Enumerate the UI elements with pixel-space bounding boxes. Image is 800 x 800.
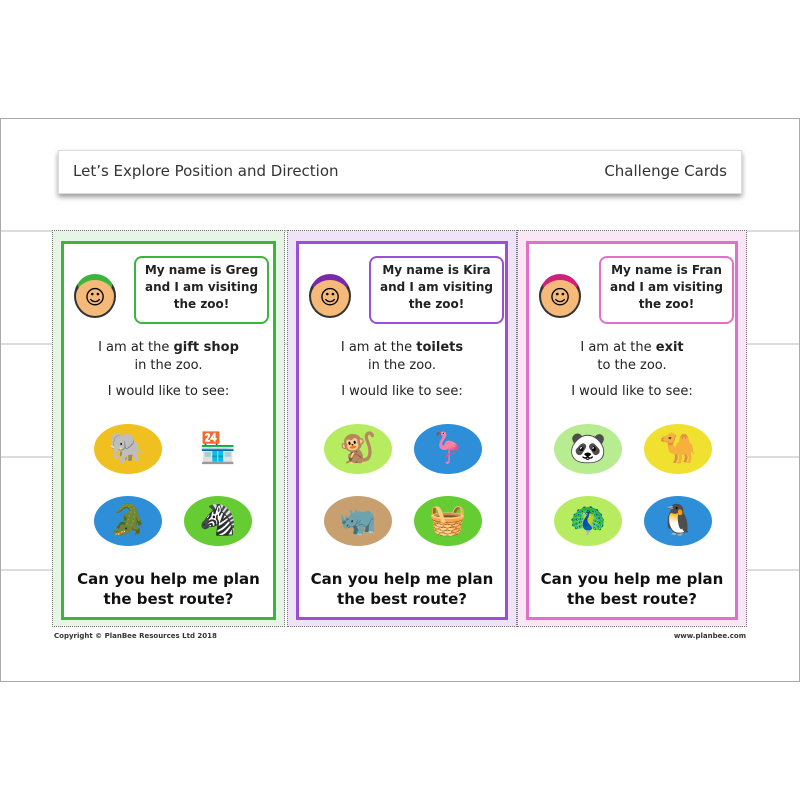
location-place: gift shop [173,340,239,355]
zebra-icon: 🦓 [184,496,252,546]
flamingo-icon: 🦩 [414,424,482,474]
see-text: I would like to see: [571,384,693,399]
challenge-card: ☺ My name is Kira and I am visiting the … [287,230,517,627]
challenge-card: ☺ My name is Greg and I am visiting the … [52,230,285,627]
crocodile-icon: 🐊 [94,496,162,546]
peacock-icon-glyph: 🦚 [569,503,607,538]
zebra-icon-glyph: 🦓 [199,503,237,538]
rhino-icon: 🦏 [324,496,392,546]
camel-icon-glyph: 🐪 [659,431,697,466]
page-title: Let’s Explore Position and Direction [73,162,339,180]
card-border: ☺ My name is Kira and I am visiting the … [296,241,508,620]
question: Can you help me plan the best route? [310,570,494,608]
page-subtitle: Challenge Cards [604,162,727,180]
penguin-icon: 🐧 [644,496,712,546]
location-place: exit [655,340,684,355]
website: www.planbee.com [673,632,746,640]
speech-bubble: My name is Kira and I am visiting the zo… [369,256,504,324]
cafe-icon: 🏪 [184,424,252,474]
panda-icon: 🐼 [554,424,622,474]
camel-icon: 🐪 [644,424,712,474]
crocodile-icon-glyph: 🐊 [109,503,147,538]
location-text: I am at the exit to the zoo. [529,339,735,375]
elephant-icon: 🐘 [94,424,162,474]
penguin-icon-glyph: 🐧 [659,503,697,538]
challenge-card: ☺ My name is Fran and I am visiting the … [517,230,747,627]
elephant-icon-glyph: 🐘 [109,431,147,466]
see-text: I would like to see: [107,384,230,399]
location-text: I am at the toilets in the zoo. [299,339,505,375]
location-prefix: I am at the [580,340,656,355]
question: Can you help me plan the best route? [540,570,724,608]
peacock-icon: 🦚 [554,496,622,546]
location-prefix: I am at the [340,340,417,355]
child-face-icon: ☺ [309,274,351,318]
copyright: Copyright © PlanBee Resources Ltd 2018 [54,632,217,640]
child-face-icon: ☺ [74,274,116,318]
rhino-icon-glyph: 🦏 [339,503,377,538]
card-border: ☺ My name is Fran and I am visiting the … [526,241,738,620]
location-prefix: I am at the [98,340,174,355]
see-text: I would like to see: [341,384,463,399]
header-bar: Let’s Explore Position and Direction Cha… [58,150,742,194]
picnic-area-icon: 🧺 [414,496,482,546]
card-border: ☺ My name is Greg and I am visiting the … [61,241,276,620]
speech-bubble: My name is Fran and I am visiting the zo… [599,256,734,324]
monkey-icon: 🐒 [324,424,392,474]
location-suffix: in the zoo. [134,358,203,373]
location-text: I am at the gift shop in the zoo. [64,339,273,375]
cafe-icon-glyph: 🏪 [199,431,237,466]
panda-icon-glyph: 🐼 [569,431,607,466]
monkey-icon-glyph: 🐒 [339,431,377,466]
location-suffix: to the zoo. [597,358,667,373]
location-place: toilets [416,340,464,355]
flamingo-icon-glyph: 🦩 [429,431,467,466]
question: Can you help me plan the best route? [77,570,260,608]
child-face-icon: ☺ [539,274,581,318]
picnic-area-icon-glyph: 🧺 [429,503,467,538]
location-suffix: in the zoo. [367,358,437,373]
speech-bubble: My name is Greg and I am visiting the zo… [134,256,269,324]
